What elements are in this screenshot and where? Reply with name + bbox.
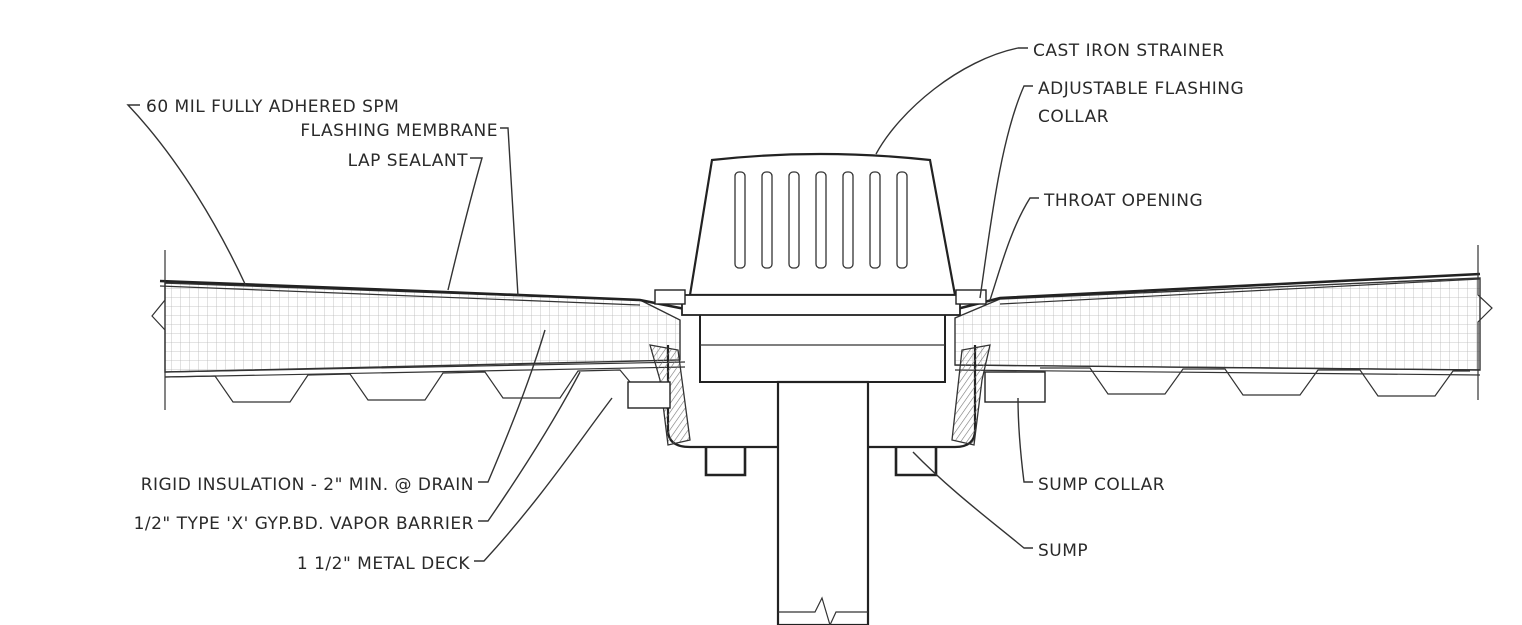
right-roof-assembly xyxy=(944,245,1493,400)
right-break-line xyxy=(1477,245,1493,400)
right-insulation xyxy=(954,277,1481,371)
label-lap-sealant: LAP SEALANT xyxy=(348,151,469,171)
adjustable-flashing-collar xyxy=(681,294,961,316)
label-sump: SUMP xyxy=(1038,541,1088,561)
label-metal-deck: 1 1/2" METAL DECK xyxy=(297,554,470,574)
left-metal-deck xyxy=(164,369,660,403)
right-gypbd xyxy=(954,364,1481,371)
sump-collar xyxy=(984,371,1046,403)
left-gypbd xyxy=(164,361,686,373)
label-rigid-insulation: RIGID INSULATION - 2" MIN. @ DRAIN xyxy=(141,475,474,495)
right-gasket xyxy=(951,344,991,446)
label-gyp-board: 1/2" TYPE 'X' GYP.BD. VAPOR BARRIER xyxy=(134,514,474,534)
drain-bowl xyxy=(699,315,946,383)
label-flashing-collar-line-2: COLLAR xyxy=(1038,107,1109,127)
right-metal-deck xyxy=(1040,367,1470,397)
labels: CAST IRON STRAINER 60 MIL FULLY ADHERED … xyxy=(134,41,1244,574)
label-flashing-collar-line-1: ADJUSTABLE FLASHING xyxy=(1038,79,1244,99)
left-break-line xyxy=(151,250,166,410)
pipe-break xyxy=(778,596,868,625)
leader-lines xyxy=(126,47,1039,562)
label-membrane-line-1: 60 MIL FULLY ADHERED SPM xyxy=(146,97,399,117)
label-cast-iron-strainer: CAST IRON STRAINER xyxy=(1033,41,1225,61)
drain-strainer xyxy=(688,152,957,297)
drain-body xyxy=(627,152,1046,625)
drain-pipe xyxy=(776,380,870,625)
label-sump-collar: SUMP COLLAR xyxy=(1038,475,1165,495)
left-roof-assembly xyxy=(151,250,691,410)
label-throat-opening: THROAT OPENING xyxy=(1043,191,1203,211)
left-membrane xyxy=(159,279,691,312)
strainer-slots xyxy=(734,171,908,269)
label-membrane-line-2: FLASHING MEMBRANE xyxy=(300,121,498,141)
right-membrane xyxy=(944,272,1481,314)
